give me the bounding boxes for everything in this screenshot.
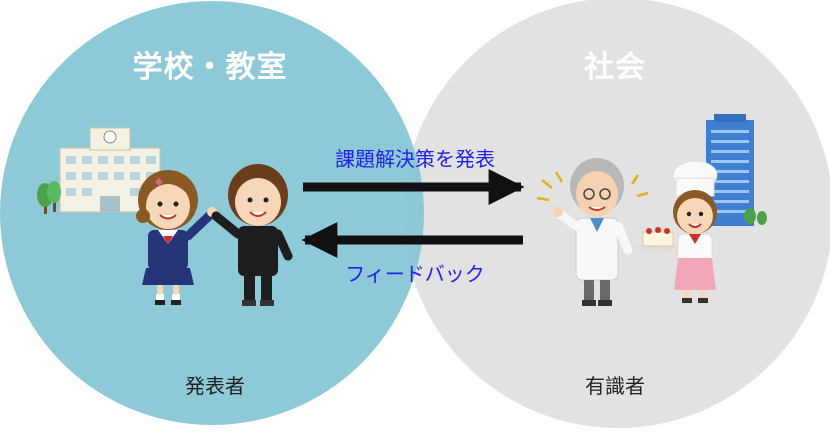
doctor-icon xyxy=(536,158,649,306)
present-solution-label: 課題解決策を発表 xyxy=(335,147,495,171)
school-classroom-title: 学校・教室 xyxy=(132,50,288,85)
society-title: 社会 xyxy=(584,50,646,85)
feedback-label: フィードバック xyxy=(345,262,485,286)
presenter-label: 発表者 xyxy=(185,374,245,398)
society-circle xyxy=(403,0,830,428)
student-boy-icon xyxy=(211,164,293,306)
pastry-chef-icon xyxy=(672,160,718,303)
cake-icon xyxy=(638,227,678,252)
tree-icon xyxy=(37,181,61,214)
expert-label: 有識者 xyxy=(585,374,645,398)
student-girl-icon xyxy=(136,170,217,305)
